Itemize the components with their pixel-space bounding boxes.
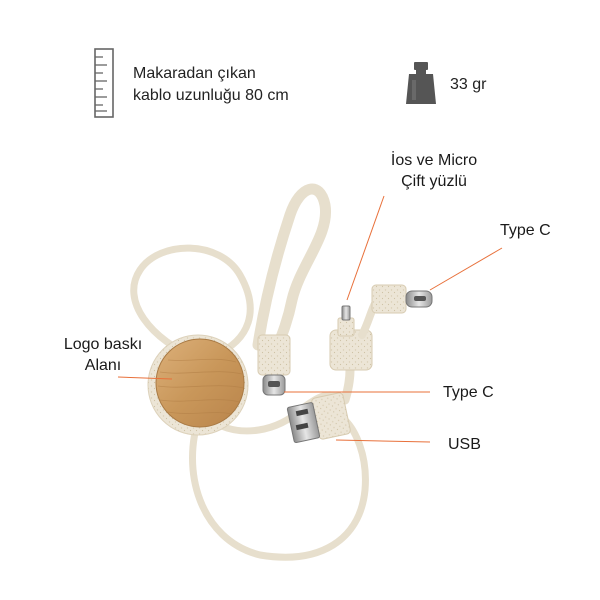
length-spec-line-2: kablo uzunluğu 80 cm — [133, 87, 289, 104]
logo-area-label-line-1: Logo baskı — [63, 336, 143, 353]
weight-icon — [403, 60, 439, 106]
ios-micro-label: İos ve Micro Çift yüzlü — [373, 150, 495, 192]
cable-loop-lower — [189, 411, 369, 561]
length-spec: Makaradan çıkan kablo uzunluğu 80 cm — [133, 63, 289, 107]
ruler-icon — [93, 48, 119, 118]
type-c-top-housing — [371, 284, 407, 314]
cable-loop-left — [130, 244, 254, 364]
leader-lines — [117, 195, 503, 443]
cable-to-split — [340, 365, 355, 405]
usb-label: USB — [448, 436, 481, 453]
type-c-mid-housing — [257, 334, 291, 376]
weight-spec: 33 gr — [450, 76, 487, 93]
bamboo-face — [155, 338, 245, 428]
cable-upper — [252, 183, 332, 351]
type-c-top-label: Type C — [500, 222, 551, 239]
leader-logo — [117, 376, 173, 380]
leader-usb — [335, 439, 431, 443]
logo-area-label-line-2: Alanı — [84, 357, 122, 374]
logo-area-label: Logo baskı Alanı — [50, 334, 156, 376]
lightning-plug — [341, 305, 351, 321]
leader-ios-micro — [346, 195, 385, 301]
length-spec-line-1: Makaradan çıkan — [133, 65, 256, 82]
type-c-mid-label: Type C — [443, 384, 494, 401]
leader-type-c-top — [429, 247, 503, 291]
ios-micro-label-line-2: Çift yüzlü — [401, 173, 467, 190]
usb-plug — [286, 402, 321, 444]
lightning-housing — [337, 317, 355, 337]
ios-micro-label-line-1: İos ve Micro — [390, 152, 478, 169]
